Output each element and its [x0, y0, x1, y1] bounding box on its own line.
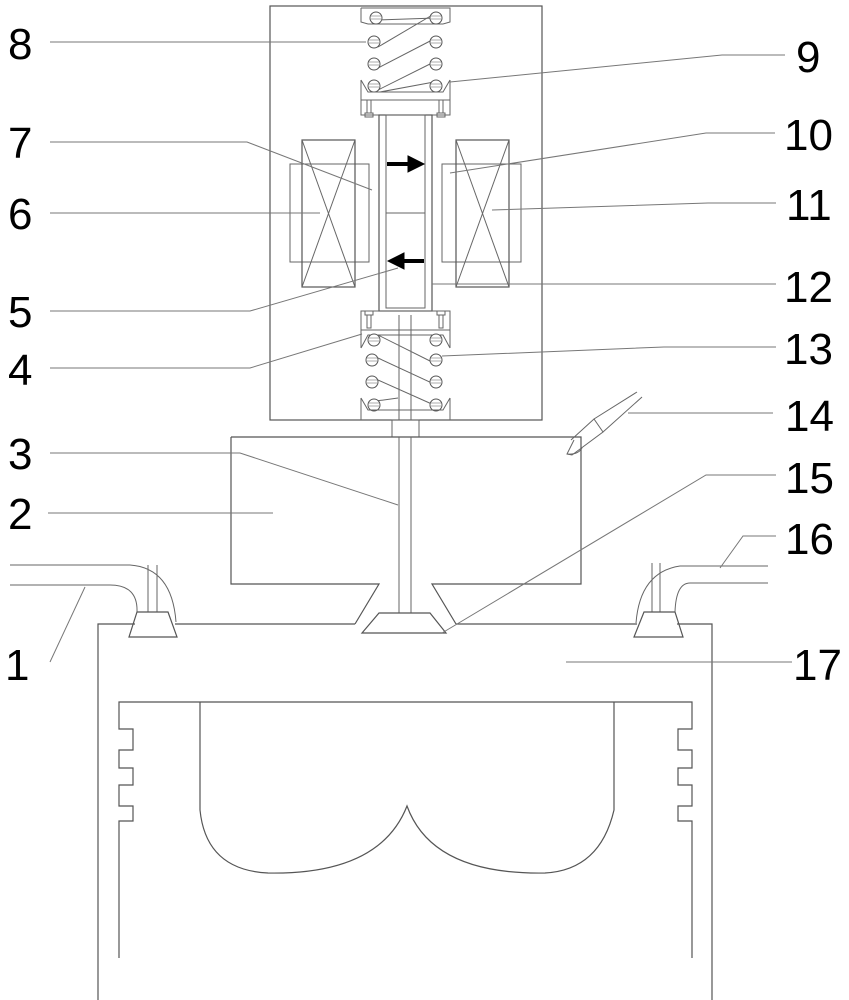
- armature-sleeve: [378, 114, 433, 312]
- label-7: 7: [8, 119, 32, 168]
- left-electromagnet: [289, 139, 370, 288]
- label-13: 13: [784, 325, 833, 374]
- label-2: 2: [8, 490, 32, 539]
- label-16: 16: [785, 515, 834, 564]
- right-electromagnet: [441, 139, 522, 288]
- label-6: 6: [8, 190, 32, 239]
- lower-armature-seat: [360, 310, 451, 349]
- arrow-left-icon: [386, 252, 424, 270]
- label-4: 4: [8, 346, 32, 395]
- lower-spring: [360, 333, 451, 420]
- label-11: 11: [786, 181, 832, 230]
- part-labels: 8 7 6 5 4 3 2 1 9 10 11 12 13 14 15 16 1…: [5, 20, 842, 690]
- label-8: 8: [8, 20, 32, 69]
- upper-spring: [367, 11, 443, 93]
- valve-stem: [398, 437, 412, 613]
- label-9: 9: [796, 33, 820, 82]
- cylinder: [97, 623, 713, 1000]
- piston: [118, 701, 693, 958]
- fuel-injector: [566, 391, 643, 456]
- leader-lines: [48, 41, 792, 663]
- intake-chamber: [230, 436, 582, 625]
- right-port-pipe: [633, 563, 768, 638]
- valve-head: [360, 612, 448, 634]
- piston-bowl: [199, 702, 615, 874]
- label-14: 14: [785, 392, 834, 441]
- label-1: 1: [5, 641, 29, 690]
- upper-spring-top-seat: [360, 7, 451, 25]
- label-15: 15: [785, 454, 834, 503]
- arrow-right-icon: [387, 155, 426, 173]
- label-5: 5: [8, 288, 32, 337]
- label-17: 17: [793, 641, 842, 690]
- left-port-pipe: [10, 564, 178, 638]
- label-3: 3: [8, 430, 32, 479]
- label-10: 10: [784, 111, 833, 160]
- stem-guide: [391, 419, 420, 438]
- label-12: 12: [784, 263, 833, 312]
